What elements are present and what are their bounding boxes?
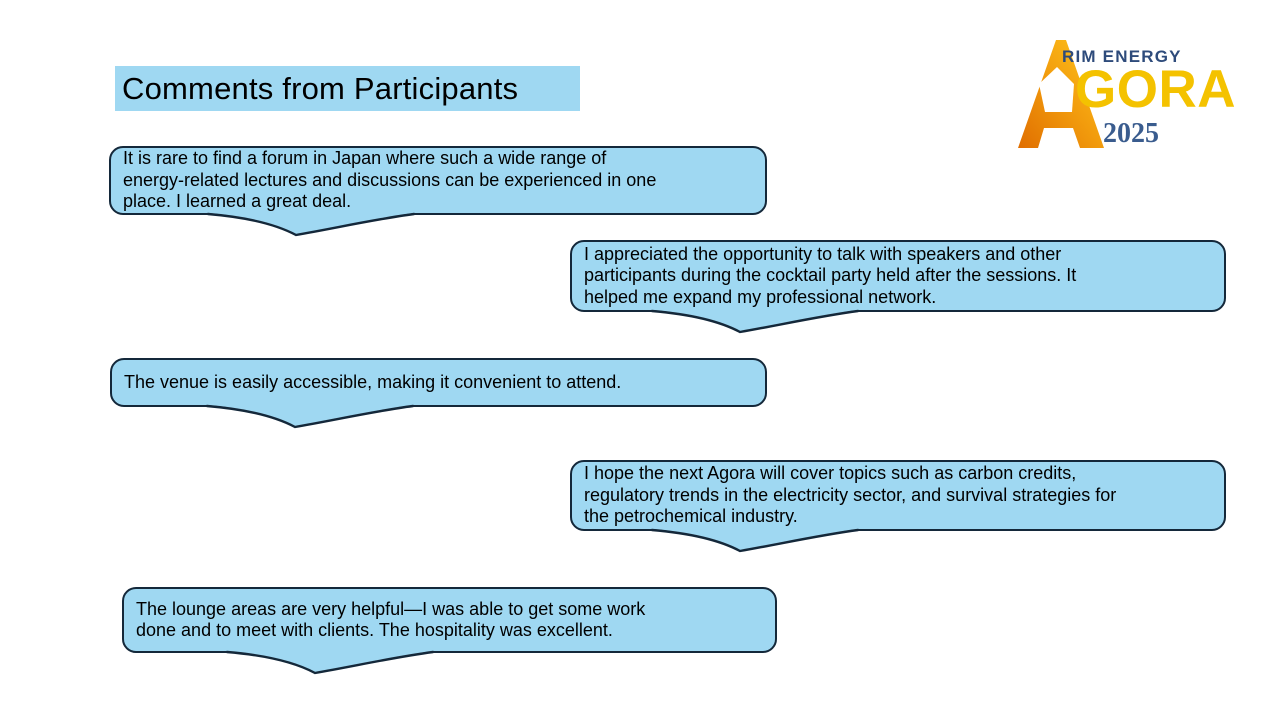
comment-text: The venue is easily accessible, making i…	[124, 371, 622, 392]
page-title: Comments from Participants	[115, 66, 580, 111]
comment-bubble-5: The lounge areas are very helpful—I was …	[122, 587, 777, 675]
comment-bubble-2: I appreciated the opportunity to talk wi…	[570, 240, 1226, 334]
comment-text: The lounge areas are very helpful—I was …	[136, 598, 646, 641]
agora-a-house-icon	[1018, 40, 1104, 148]
speech-bubble-tail	[650, 528, 860, 553]
speech-bubble-tail	[205, 404, 415, 429]
speech-bubble-tail	[225, 650, 435, 675]
speech-bubble-tail	[650, 309, 860, 334]
comment-text: I hope the next Agora will cover topics …	[584, 463, 1117, 527]
rim-energy-agora-logo: RIM ENERGY GORA 2025	[1018, 38, 1238, 153]
logo-year-text: 2025	[1103, 118, 1159, 149]
comment-bubble-4: I hope the next Agora will cover topics …	[570, 460, 1226, 553]
speech-bubble-tail	[206, 212, 416, 237]
comment-bubble-3: The venue is easily accessible, making i…	[110, 358, 767, 429]
comment-text: I appreciated the opportunity to talk wi…	[584, 243, 1077, 307]
comment-text: It is rare to find a forum in Japan wher…	[123, 148, 657, 212]
logo-gora-text: GORA	[1075, 60, 1236, 119]
comment-bubble-1: It is rare to find a forum in Japan wher…	[109, 146, 767, 237]
logo-rim-energy-text: RIM ENERGY	[1062, 47, 1182, 66]
